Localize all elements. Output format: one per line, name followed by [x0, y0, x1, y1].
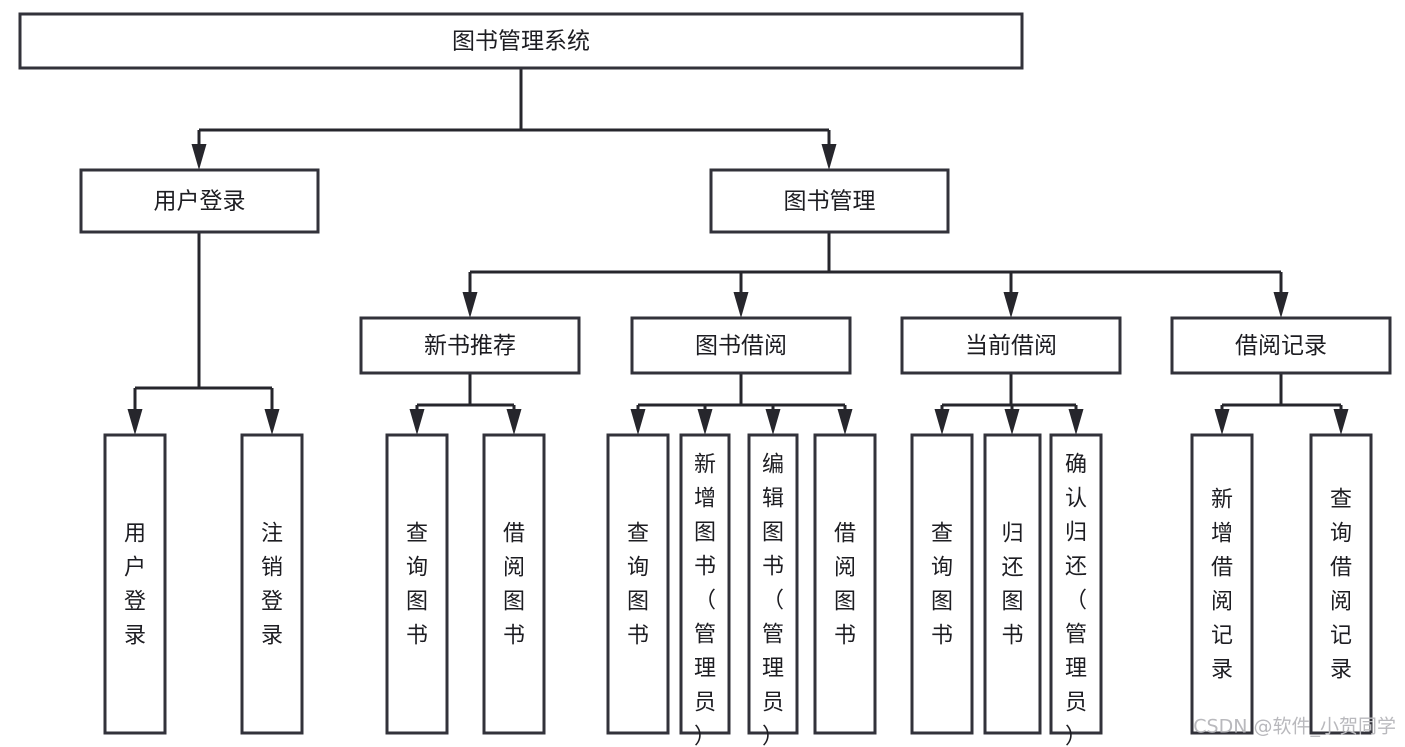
node-box-new-book-recommend [359, 316, 581, 375]
connector-book-manage [462, 232, 1289, 318]
node-leaf-edit-book-admin[interactable]: 编辑图书（管理员） [747, 433, 799, 747]
watermark-label: CSDN @软件_小贺同学 [1193, 716, 1396, 738]
node-box-leaf-query-borrow-record [1309, 433, 1373, 735]
node-label-leaf-query-book-borrow: 查询图书 [627, 521, 649, 648]
node-label-root: 图书管理系统 [452, 29, 590, 55]
node-box-leaf-query-book-new [385, 433, 449, 735]
node-box-leaf-confirm-return-admin [1049, 433, 1103, 735]
node-layer: 图书管理系统用户登录图书管理新书推荐图书借阅当前借阅借阅记录用户登录注销登录查询… [18, 12, 1392, 747]
node-label-leaf-confirm-return-admin: 确认归还（管理员） [1065, 452, 1087, 747]
connector-book-borrow [630, 373, 853, 435]
node-box-leaf-add-borrow-record [1190, 433, 1254, 735]
connector-root [191, 68, 837, 170]
node-label-book-borrow: 图书借阅 [695, 333, 787, 359]
node-label-leaf-query-book-current: 查询图书 [931, 521, 953, 648]
node-leaf-borrow-book-borrow[interactable]: 借阅图书 [813, 433, 877, 735]
node-root[interactable]: 图书管理系统 [18, 12, 1024, 70]
node-leaf-query-book-current[interactable]: 查询图书 [910, 433, 974, 735]
node-box-current-borrow [900, 316, 1122, 375]
node-label-leaf-query-borrow-record: 查询借阅记录 [1330, 487, 1352, 682]
node-box-leaf-query-book-current [910, 433, 974, 735]
node-user-login[interactable]: 用户登录 [79, 168, 320, 234]
node-box-leaf-add-book-admin [679, 433, 731, 735]
connector-current-borrow [934, 373, 1084, 435]
node-box-leaf-user-login [103, 433, 167, 735]
node-book-borrow[interactable]: 图书借阅 [630, 316, 852, 375]
connector-user-login [127, 232, 280, 435]
node-leaf-return-book[interactable]: 归还图书 [983, 433, 1042, 735]
node-box-leaf-edit-book-admin [747, 433, 799, 735]
node-new-book-recommend[interactable]: 新书推荐 [359, 316, 581, 375]
node-leaf-query-book-new[interactable]: 查询图书 [385, 433, 449, 735]
node-label-leaf-add-book-admin: 新增图书（管理员） [694, 452, 716, 747]
node-label-leaf-borrow-book-new: 借阅图书 [503, 521, 525, 648]
connector-new-book-recommend [409, 373, 522, 435]
node-label-current-borrow: 当前借阅 [965, 333, 1057, 359]
node-box-borrow-record [1170, 316, 1392, 375]
node-label-leaf-add-borrow-record: 新增借阅记录 [1211, 487, 1233, 682]
node-box-user-login [79, 168, 320, 234]
node-leaf-borrow-book-new[interactable]: 借阅图书 [482, 433, 546, 735]
node-leaf-confirm-return-admin[interactable]: 确认归还（管理员） [1049, 433, 1103, 747]
node-leaf-query-book-borrow[interactable]: 查询图书 [606, 433, 670, 735]
node-label-leaf-borrow-book-borrow: 借阅图书 [834, 521, 856, 648]
node-leaf-query-borrow-record[interactable]: 查询借阅记录 [1309, 433, 1373, 735]
connector-borrow-record [1214, 373, 1349, 435]
node-box-leaf-logout-login [240, 433, 304, 735]
node-label-new-book-recommend: 新书推荐 [424, 333, 516, 359]
connector-layer [127, 68, 1349, 435]
node-borrow-record[interactable]: 借阅记录 [1170, 316, 1392, 375]
node-label-leaf-query-book-new: 查询图书 [406, 521, 428, 648]
node-book-manage[interactable]: 图书管理 [709, 168, 950, 234]
node-label-user-login: 用户登录 [154, 189, 246, 215]
node-box-leaf-return-book [983, 433, 1042, 735]
node-box-book-manage [709, 168, 950, 234]
node-box-book-borrow [630, 316, 852, 375]
node-label-leaf-user-login: 用户登录 [124, 521, 146, 648]
node-box-leaf-borrow-book-new [482, 433, 546, 735]
node-label-leaf-edit-book-admin: 编辑图书（管理员） [762, 452, 784, 747]
node-label-borrow-record: 借阅记录 [1235, 333, 1327, 359]
node-label-leaf-logout-login: 注销登录 [261, 521, 283, 648]
node-current-borrow[interactable]: 当前借阅 [900, 316, 1122, 375]
node-box-leaf-query-book-borrow [606, 433, 670, 735]
node-leaf-user-login[interactable]: 用户登录 [103, 433, 167, 735]
node-leaf-logout-login[interactable]: 注销登录 [240, 433, 304, 735]
node-box-leaf-borrow-book-borrow [813, 433, 877, 735]
node-label-book-manage: 图书管理 [784, 189, 876, 215]
node-leaf-add-book-admin[interactable]: 新增图书（管理员） [679, 433, 731, 747]
node-label-leaf-return-book: 归还图书 [1001, 521, 1023, 648]
node-box-root [18, 12, 1024, 70]
node-leaf-add-borrow-record[interactable]: 新增借阅记录 [1190, 433, 1254, 735]
